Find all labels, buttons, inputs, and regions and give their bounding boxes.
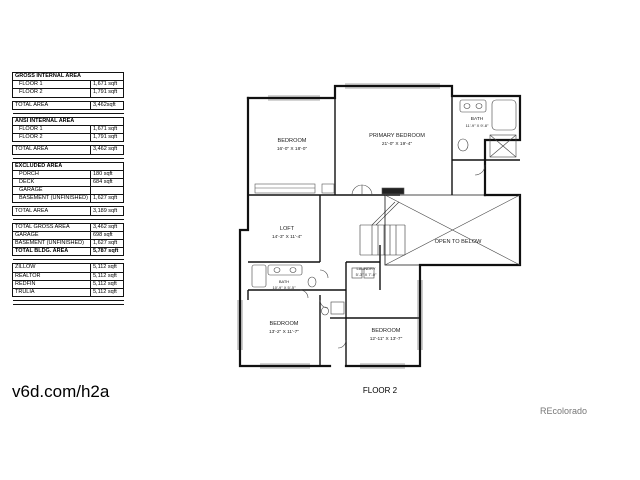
room-labels: BEDROOM 16'-0" X 18'-0" PRIMARY BEDROOM … [269, 116, 489, 342]
room-dims-laundry: 5'-3" X 7'-0" [356, 272, 377, 277]
room-name-bath-hall: BATH [279, 279, 289, 284]
interior-walls [247, 96, 520, 366]
room-dims-bedroom-sw: 13'-2" X 11'-7" [269, 329, 299, 335]
area-value: 3,189 sqft [90, 206, 124, 216]
floor-label: FLOOR 2 [362, 386, 398, 395]
room-dims-bedroom-s: 12'-11" X 13'-7" [370, 336, 403, 342]
room-name-bedroom-s: BEDROOM [372, 328, 401, 334]
room-dims-primary-bedroom: 21'-0" X 19'-4" [382, 141, 413, 147]
area-value: 3,462sqft [90, 100, 124, 110]
area-spacer-cell [12, 300, 124, 306]
room-name-laundry: LAUNDRY [356, 266, 375, 271]
closets [254, 183, 405, 195]
room-name-loft: LOFT [280, 226, 295, 232]
watermark: REcolorado [540, 406, 588, 416]
door-swings [299, 164, 486, 349]
area-value: 5,787 sqft [90, 247, 124, 257]
area-value: 1,791 sqft [90, 133, 124, 143]
area-value: 1,627 sqft [90, 194, 124, 204]
area-value: 3,462 sqft [90, 145, 124, 155]
room-name-primary-bedroom: PRIMARY BEDROOM [369, 133, 425, 139]
room-name-bath-primary: BATH [471, 116, 484, 122]
bath-fixtures [251, 99, 517, 316]
site-url: v6d.com/h2a [12, 382, 110, 401]
room-dims-bedroom-nw: 16'-0" X 18'-0" [277, 146, 308, 152]
room-name-bedroom-nw: BEDROOM [278, 138, 307, 144]
area-spacer [12, 300, 124, 306]
windows [237, 83, 440, 369]
room-name-bedroom-sw: BEDROOM [270, 321, 299, 327]
area-value: 5,112 sqft [90, 287, 124, 298]
stairs [359, 201, 406, 256]
area-value: 1,791 sqft [90, 88, 124, 98]
room-name-open-to-below: OPEN TO BELOW [435, 239, 482, 245]
room-dims-bath-primary: 11'-9" X 9'-8" [466, 123, 489, 128]
room-dims-bath-hall: 10'-9" X 5'-5" [272, 285, 296, 290]
open-to-below-area [384, 194, 521, 266]
area-row: BASEMENT (UNFINISHED)1,627 sqft [12, 194, 124, 204]
room-dims-loft: 14'-3" X 11'-4" [272, 234, 302, 240]
